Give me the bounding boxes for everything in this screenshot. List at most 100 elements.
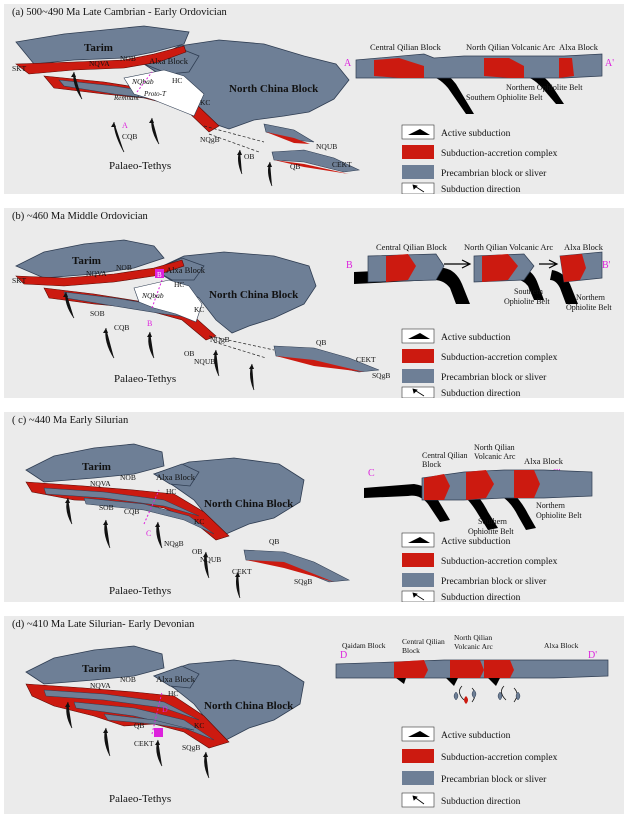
label-nqbb: NQbab: [131, 77, 154, 86]
panel-b: (b) ~460 Ma Middle Ordovician B Tar: [4, 208, 624, 398]
label-qb: QB: [316, 338, 326, 347]
panel-b-section: B B' Central Qilian Block North Qilian V…: [346, 242, 612, 312]
legend-block-box: [402, 771, 434, 785]
label-hc: HC: [166, 487, 176, 496]
section-sob-label: Southern Ophiolite Belt: [466, 93, 543, 102]
label-nqub: NQUB: [194, 357, 215, 366]
label-kc: KC: [200, 98, 210, 107]
label-qb: QB: [269, 537, 279, 546]
label-cekt: CEKT: [134, 739, 154, 748]
section-sob-label-2: Ophiolite Belt: [468, 527, 514, 536]
label-nqva: NQVA: [90, 681, 111, 690]
legend-complex-box: [402, 553, 434, 567]
panel-c: ( c) ~440 Ma Early Silurian Tarim North …: [4, 412, 624, 602]
section-sob-label-2: Ophiolite Belt: [504, 297, 550, 306]
section-start: C: [368, 468, 375, 479]
label-nob: NOB: [120, 473, 136, 482]
legend-direction: Subduction direction: [441, 797, 521, 807]
panel-d-section: D D' Qaidam Block Central Qilian Block N…: [336, 633, 608, 704]
label-nob: NOB: [116, 263, 132, 272]
section-nqva-label-1: North Qilian: [454, 633, 492, 642]
section-marker-b-text: B: [157, 271, 162, 279]
label-nob: NOB: [120, 54, 136, 63]
label-sob: SOB: [99, 503, 114, 512]
label-nqub: NQUB: [200, 555, 221, 564]
panel-a-section: A A' Central Qilian Block North Qilian V…: [344, 42, 614, 114]
label-skt: SKT: [12, 276, 27, 285]
label-section-a: A: [122, 121, 128, 130]
label-nqgb: NQgB: [164, 539, 184, 548]
label-north-china: North China Block: [204, 700, 294, 712]
label-nqgb: NQgB: [200, 135, 220, 144]
panel-a-legend: Active subduction Subduction-accretion c…: [402, 125, 558, 194]
label-north-china: North China Block: [209, 289, 299, 301]
section-cq-label: Central Qilian Block: [370, 42, 442, 52]
section-alxa-label: Alxa Block: [524, 456, 564, 466]
panel-a: (a) 500~490 Ma Late Cambrian - Early Ord…: [4, 4, 624, 194]
section-cq-label-2: Block: [422, 460, 441, 469]
label-nob: NOB: [120, 675, 136, 684]
panel-c-legend: Active subduction Subduction-accretion c…: [402, 533, 558, 602]
label-sob: SOB: [90, 309, 105, 318]
legend-direction: Subduction direction: [441, 593, 521, 602]
legend-block-box: [402, 369, 434, 383]
legend-active-subduction: Active subduction: [441, 333, 511, 343]
section-end: A': [605, 58, 614, 69]
label-ob: OB: [184, 349, 194, 358]
section-nqva-label-1: North Qilian: [474, 443, 515, 452]
panel-d-legend: Active subduction Subduction-accretion c…: [402, 727, 558, 807]
section-sob-label-1: Southern: [514, 287, 543, 296]
section-nob-label-2: Ophiolite Belt: [566, 303, 612, 312]
magma-blobs: [454, 690, 520, 704]
label-ob: OB: [244, 152, 254, 161]
section-cq-label-2: Block: [402, 646, 420, 655]
label-section-c: C: [146, 529, 151, 538]
section-start: A: [344, 58, 352, 69]
label-hc: HC: [172, 76, 182, 85]
label-north-china: North China Block: [204, 498, 294, 510]
section-nqva-label-2: Volcanic Arc: [454, 642, 493, 651]
label-alxa: Alxa Block: [156, 472, 196, 482]
label-sqgb: SQgB: [372, 371, 390, 380]
label-qb: QB: [290, 162, 300, 171]
legend-complex: Subduction-accretion complex: [441, 557, 558, 567]
panel-b-legend: Active subduction Subduction-accretion c…: [402, 329, 558, 398]
legend-complex-box: [402, 349, 434, 363]
label-section-b: B: [147, 319, 152, 328]
legend-block: Precambrian block or sliver: [441, 169, 547, 179]
label-palaeo-tethys: Palaeo-Tethys: [109, 793, 171, 805]
label-nqbb: NQbab: [141, 291, 164, 300]
complex-3: [559, 58, 574, 78]
section-nob-label-1: Northern: [576, 293, 605, 302]
section-alxa-label: Alxa Block: [544, 641, 579, 650]
legend-complex: Subduction-accretion complex: [441, 149, 558, 159]
label-section-d: D: [162, 705, 168, 714]
label-nqgb: NQgB: [210, 335, 230, 344]
label-kc: KC: [194, 517, 204, 526]
legend-block: Precambrian block or sliver: [441, 373, 547, 383]
label-tarim: Tarim: [72, 255, 101, 267]
section-start: D: [340, 650, 347, 661]
label-cqb: CQB: [114, 323, 129, 332]
panel-b-figure: B Tarim North China Block Alxa Block SKT…: [4, 208, 624, 398]
label-alxa: Alxa Block: [156, 674, 196, 684]
label-sqgb: SQgB: [182, 743, 200, 752]
label-proto: Proto-T: [143, 90, 167, 98]
label-north-china: North China Block: [229, 83, 319, 95]
section-marker-d: [154, 728, 163, 737]
label-cqb: CQB: [124, 507, 139, 516]
panel-a-figure: Tarim North China Block Alxa Block SKT N…: [4, 4, 624, 194]
label-hc: HC: [174, 280, 184, 289]
section-sob-label-1: Southern: [478, 517, 507, 526]
section-end: B': [602, 260, 611, 271]
legend-active-subduction: Active subduction: [441, 731, 511, 741]
section-cq-label-1: Central Qilian: [402, 637, 445, 646]
legend-complex: Subduction-accretion complex: [441, 753, 558, 763]
label-palaeo-tethys: Palaeo-Tethys: [114, 373, 176, 385]
panel-c-figure: Tarim North China Block Alxa Block NQVA …: [4, 412, 624, 602]
legend-direction: Subduction direction: [441, 185, 521, 194]
label-sqgb: SQgB: [294, 577, 312, 586]
panel-a-map: Tarim North China Block Alxa Block SKT N…: [12, 26, 359, 186]
label-palaeo-tethys: Palaeo-Tethys: [109, 160, 171, 172]
complex-1: [394, 660, 428, 678]
